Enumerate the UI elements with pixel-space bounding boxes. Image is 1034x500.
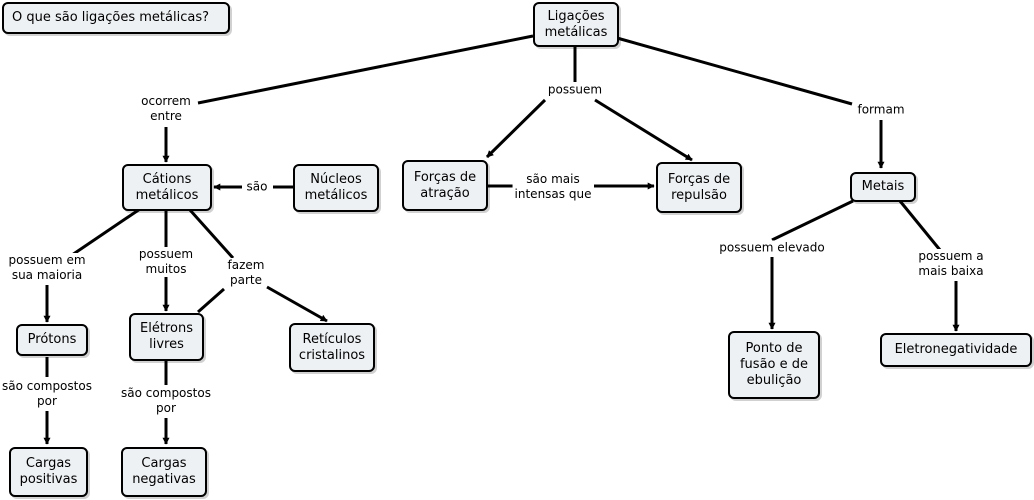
link-possuem-a-mais-baixa: possuem a mais baixa (916, 249, 986, 279)
node-ponto-de-fusao: Ponto de fusão e de ebulição (728, 331, 820, 399)
link-sao: são (244, 179, 270, 195)
link-possuem-muitos: possuem muitos (136, 247, 196, 277)
node-nucleos-metalicos: Núcleos metálicos (293, 164, 379, 212)
link-possuem-em-sua-maioria: possuem em sua maioria (6, 253, 88, 283)
link-fazem-parte: fazem parte (225, 258, 267, 288)
node-protons: Prótons (16, 324, 88, 356)
node-forcas-de-atracao: Forças de atração (402, 160, 488, 211)
link-sao-compostos-por-positivas: são compostos por (0, 379, 94, 409)
link-possuem: possuem (545, 82, 605, 98)
node-eletrons-livres: Elétrons livres (129, 313, 204, 361)
node-metais: Metais (850, 172, 916, 202)
node-cations-metalicos: Cátions metálicos (122, 164, 212, 211)
link-sao-compostos-por-negativas: são compostos por (119, 386, 213, 416)
link-ocorrem-entre: ocorrem entre (139, 94, 193, 124)
node-forcas-de-repulsao: Forças de repulsão (656, 162, 742, 213)
node-eletronegatividade: Eletronegatividade (880, 333, 1032, 367)
node-reticulos-cristalinos: Retículos cristalinos (289, 323, 375, 372)
link-possuem-elevado: possuem elevado (717, 240, 827, 256)
link-formam: formam (855, 102, 907, 118)
node-ligacoes-metalicas: Ligações metálicas (533, 2, 619, 47)
node-cargas-positivas: Cargas positivas (9, 447, 88, 497)
link-sao-mais-intensas-que: são mais intensas que (512, 172, 594, 202)
node-cargas-negativas: Cargas negativas (121, 447, 207, 497)
question-node: O que são ligações metálicas? (2, 2, 230, 34)
